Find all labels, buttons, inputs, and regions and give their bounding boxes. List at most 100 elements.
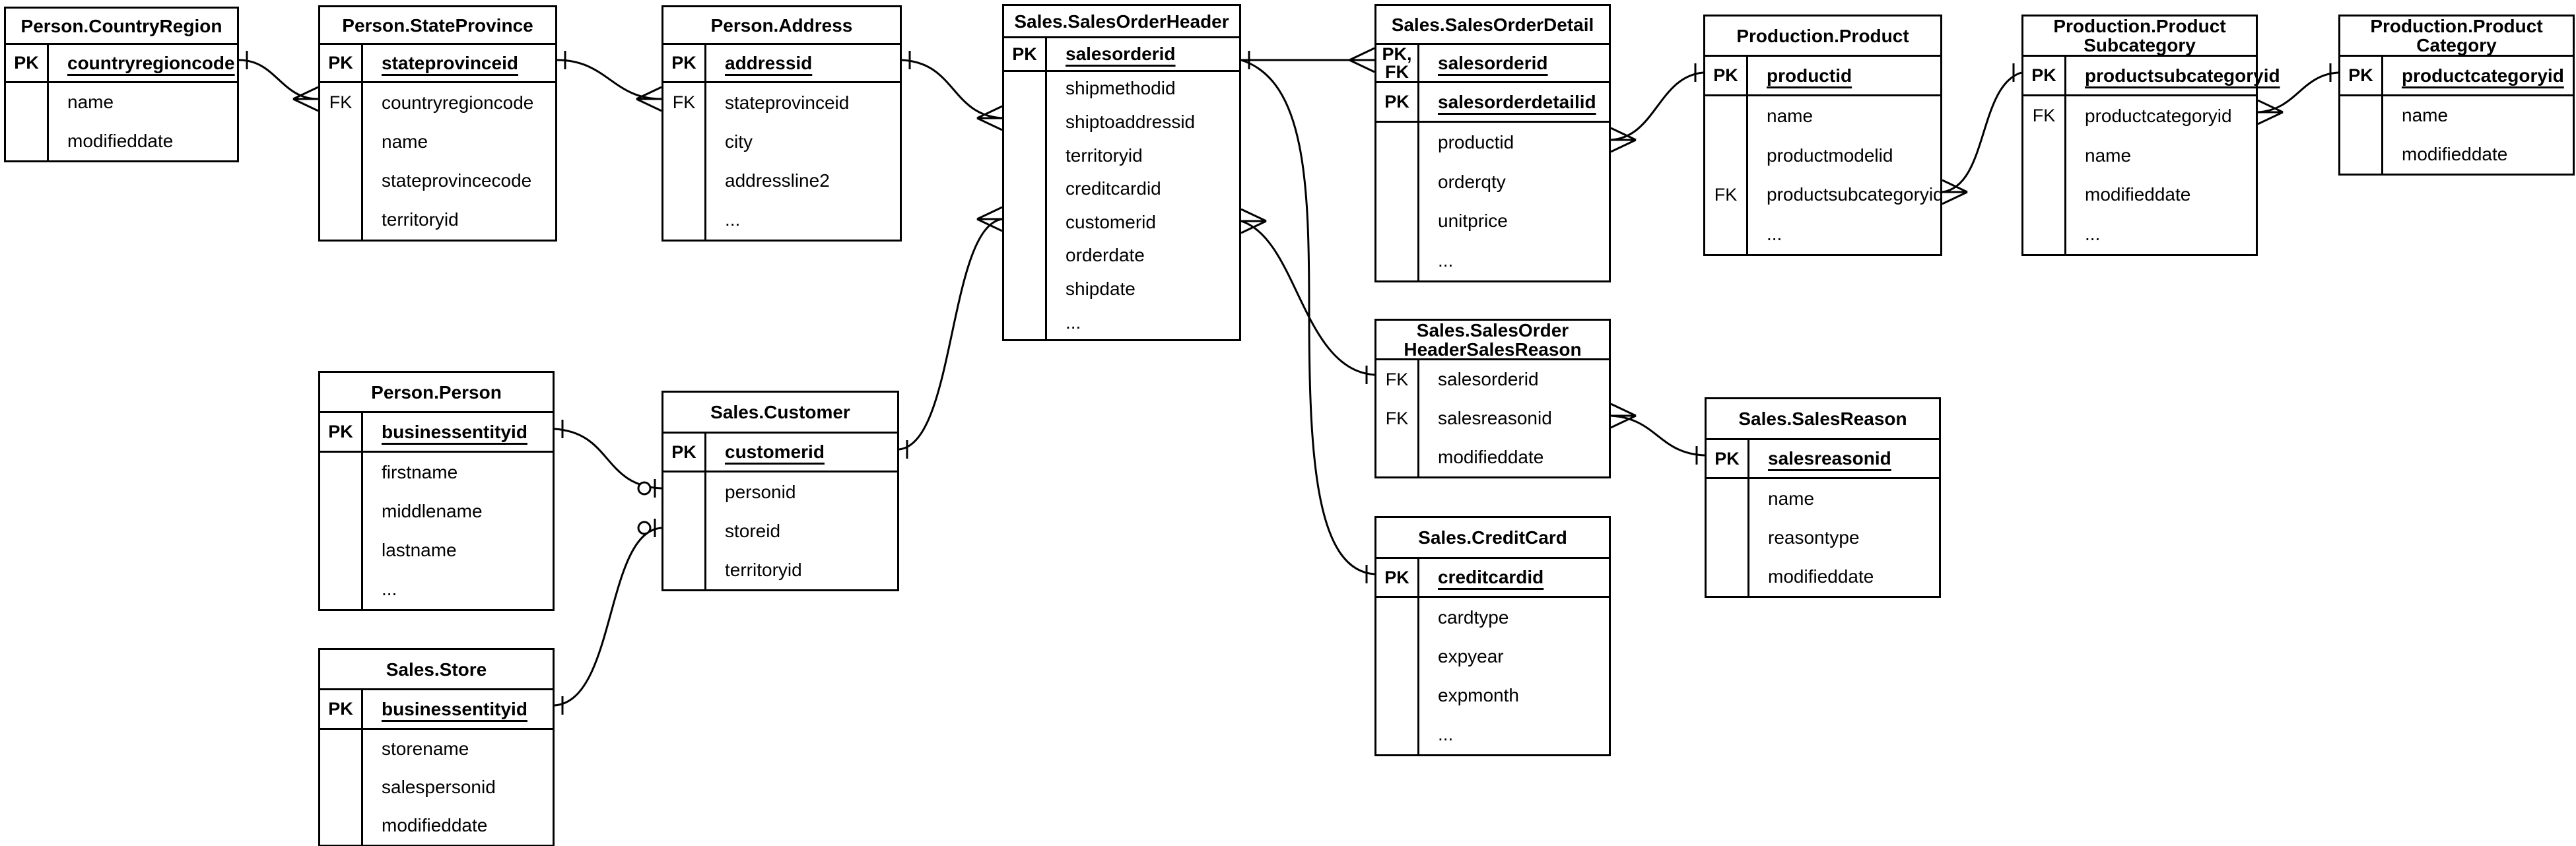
field-name: storename: [382, 738, 469, 759]
field-name: ...: [2085, 224, 2101, 245]
field-name: addressline2: [725, 170, 830, 191]
key-field-name: creditcardid: [1438, 567, 1544, 587]
key-column: [6, 83, 49, 160]
field-key-label: [2023, 136, 2064, 176]
field-name: city: [725, 131, 753, 152]
field-name: name: [2402, 105, 2449, 126]
field-name: productsubcategoryid: [1767, 184, 1944, 205]
cardinality-many-crowfoot: [976, 117, 1003, 131]
field-key-label: [1705, 136, 1746, 176]
field-name: ...: [1438, 724, 1454, 745]
key-field-name: businessentityid: [382, 698, 527, 719]
field-key-label: [320, 201, 361, 240]
field-name: ...: [1438, 250, 1454, 271]
entity-title-sales-creditcard: Sales.CreditCard: [1418, 527, 1567, 548]
field-key-label: FK: [1385, 408, 1409, 428]
field-key-label: [1705, 214, 1746, 254]
field-key-label: [1004, 206, 1045, 240]
cardinality-many-crowfoot: [2257, 111, 2284, 125]
entity-title-person-stateprovince: Person.StateProvince: [342, 15, 533, 36]
field-key-label: [320, 453, 361, 492]
key-field-name: productcategoryid: [2402, 65, 2564, 86]
field-key-label: FK: [1385, 369, 1409, 389]
cardinality-many-crowfoot: [1610, 127, 1637, 141]
field-key-label: [1707, 557, 1747, 596]
field-key-label: FK: [1714, 184, 1738, 205]
key-label: PK: [2340, 57, 2383, 94]
key-column: [320, 730, 363, 845]
key-label: PK, FK: [1376, 45, 1419, 81]
key-field-name: stateprovinceid: [382, 52, 518, 73]
field-key-label: FK: [672, 92, 696, 113]
cardinality-many-crowfoot: [636, 86, 662, 100]
key-column: [1376, 123, 1419, 280]
field-name: personid: [725, 481, 796, 502]
key-label: PK: [1707, 440, 1749, 477]
key-field-name: productid: [1767, 65, 1852, 86]
field-key-label: [320, 570, 361, 609]
field-name: modifieddate: [2085, 184, 2191, 205]
entity-title-sales-customer: Sales.Customer: [710, 402, 850, 422]
cardinality-many-crowfoot: [292, 86, 319, 100]
field-key-label: [1376, 202, 1417, 242]
field-key-label: [1004, 306, 1045, 339]
cardinality-many-crowfoot: [1610, 414, 1637, 429]
relationship-line: [554, 428, 662, 490]
field-name: territoryid: [725, 559, 802, 580]
key-column: FK: [2023, 96, 2066, 254]
rel-customer-salesorderheader: [898, 206, 1003, 459]
field-key-label: [1376, 123, 1417, 162]
field-key-label: [6, 122, 47, 161]
cardinality-many-crowfoot: [976, 218, 1003, 232]
field-key-label: [2340, 135, 2381, 174]
field-name: ...: [382, 579, 397, 600]
field-key-label: [1376, 162, 1417, 202]
key-field-name: salesorderdetailid: [1438, 91, 1596, 112]
cardinality-zero-circle: [637, 481, 652, 496]
field-name: ...: [1767, 224, 1782, 245]
field-name: modifieddate: [1768, 566, 1874, 587]
field-key-label: [2023, 214, 2064, 254]
field-key-label: [1004, 139, 1045, 172]
field-name: salespersonid: [382, 777, 496, 797]
key-column: FK: [320, 83, 363, 240]
relationship-line: [2257, 71, 2339, 114]
rel-address-salesorderheader: [901, 51, 1003, 131]
field-key-label: [2340, 96, 2381, 135]
cardinality-many-crowfoot: [976, 206, 1003, 220]
entity-title-sales-salesorderdetail: Sales.SalesOrderDetail: [1391, 14, 1594, 35]
cardinality-many-crowfoot: [636, 98, 662, 112]
field-name: shipmethodid: [1066, 78, 1176, 99]
cardinality-zero-circle: [637, 521, 652, 535]
relationship-line: [1610, 414, 1705, 457]
field-name: firstname: [382, 461, 458, 482]
field-name: salesorderid: [1438, 369, 1539, 390]
relationship-line: [901, 59, 1003, 119]
field-key-label: [320, 531, 361, 570]
field-name: productmodelid: [1767, 145, 1893, 166]
field-name: modifieddate: [67, 130, 174, 151]
